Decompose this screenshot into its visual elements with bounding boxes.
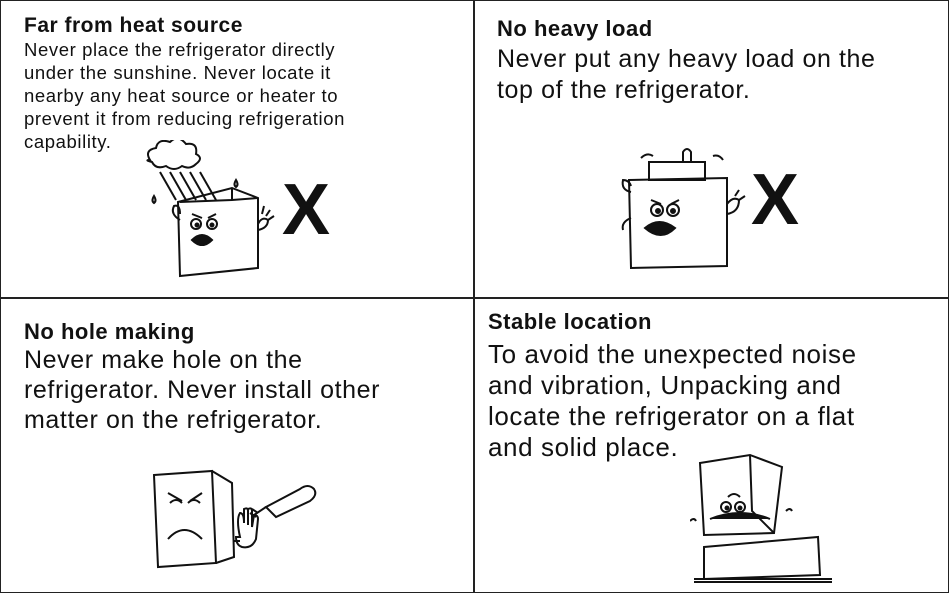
panel-body: Never place the refrigerator directly un… xyxy=(24,39,345,152)
bottle-icon xyxy=(682,148,692,162)
panel-heading: No heavy load xyxy=(497,16,653,41)
hand-icon xyxy=(234,507,260,549)
panel-heading: No hole making xyxy=(24,319,195,344)
cloud-icon xyxy=(146,140,201,170)
cross-icon: X xyxy=(282,170,331,250)
horizontal-divider xyxy=(0,297,949,299)
cross-icon: X xyxy=(751,160,800,240)
fridge-drilling-illustration xyxy=(150,467,335,577)
panel-heading: Far from heat source xyxy=(24,14,243,37)
panel-hole-making: No hole making Never make hole on the re… xyxy=(0,299,473,593)
fridge-on-stand-illustration xyxy=(690,451,840,583)
prohibited-x-mark: X xyxy=(282,170,331,250)
panel-heading: Stable location xyxy=(488,309,652,334)
panel-body: Never make hole on the refrigerator. Nev… xyxy=(24,346,381,434)
fridge-near-heat-illustration xyxy=(140,140,340,285)
screwdriver-icon xyxy=(264,485,317,519)
panel-heat-source: Far from heat source Never place the ref… xyxy=(0,0,473,297)
vertical-divider xyxy=(473,0,475,593)
fridge-heavy-load-illustration xyxy=(615,148,765,273)
panel-heavy-load: No heavy load Never put any heavy load o… xyxy=(475,0,949,297)
prohibited-x-mark: X xyxy=(751,160,800,240)
panel-body: Never put any heavy load on the top of t… xyxy=(497,45,876,104)
panel-body: To avoid the unexpected noise and vibrat… xyxy=(488,339,857,462)
panel-stable-location: Stable location To avoid the unexpected … xyxy=(475,299,949,593)
